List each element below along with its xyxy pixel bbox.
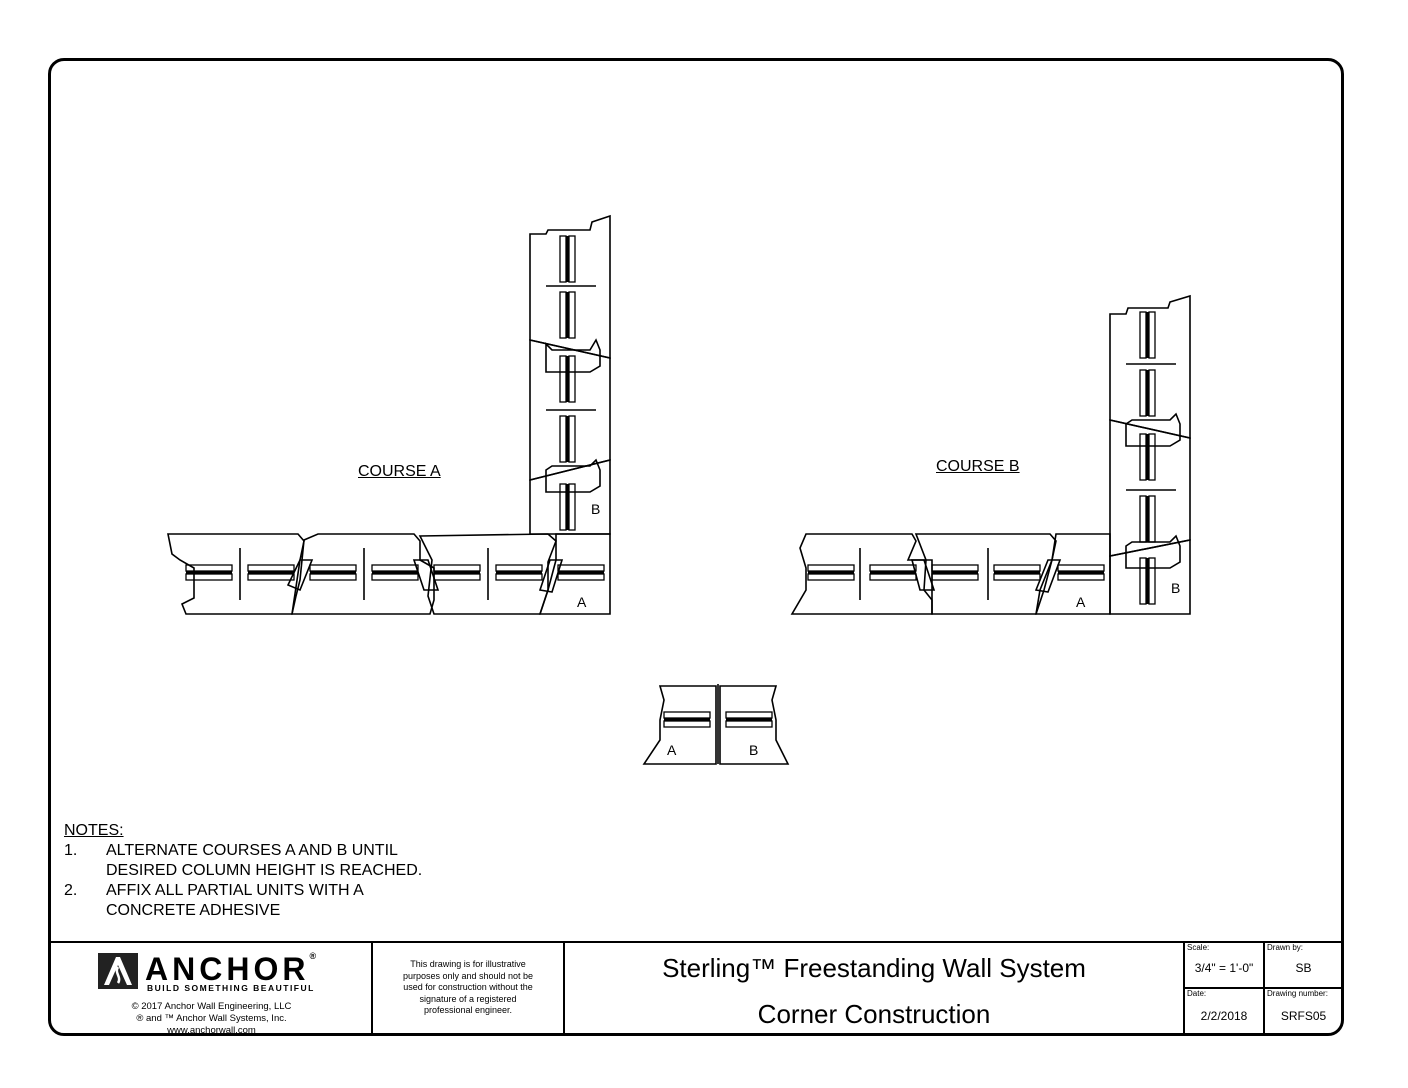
block-a-label-course-b: A <box>1076 594 1086 610</box>
half-unit-b-label: B <box>749 742 758 758</box>
anchor-logo-icon <box>98 953 138 989</box>
block-b-label-course-b: B <box>1171 580 1180 596</box>
logo-cell: ANCHOR® BUILD SOMETHING BEAUTIFUL © 2017… <box>50 943 373 1036</box>
note-line: ALTERNATE COURSES A AND B UNTIL <box>106 842 398 859</box>
block-a-label-course-a: A <box>577 594 587 610</box>
course-a-vertical-wall <box>529 214 611 535</box>
drawing-number-value: SRFS05 <box>1280 1009 1327 1023</box>
drawing-title: Sterling™ Freestanding Wall System <box>662 953 1086 983</box>
title-block: ANCHOR® BUILD SOMETHING BEAUTIFUL © 2017… <box>50 941 1342 1036</box>
date-cell: Date: 2/2/2018 <box>1185 989 1265 1036</box>
drawing-number-cell: Drawing number: SRFS05 <box>1265 989 1342 1036</box>
drawing-subtitle: Corner Construction <box>757 999 991 1029</box>
note-line: AFFIX ALL PARTIAL UNITS WITH A <box>106 882 364 899</box>
scale-value: 3/4" = 1'-0" <box>1194 961 1254 975</box>
copyright-text: © 2017 Anchor Wall Engineering, LLC ® an… <box>131 1001 292 1036</box>
course-b-label: COURSE B <box>936 458 1020 475</box>
note-line: CONCRETE ADHESIVE <box>106 902 281 919</box>
drawing-title-cell: Sterling™ Freestanding Wall System Corne… <box>565 943 1185 1036</box>
course-b-vertical-wall <box>1109 294 1191 615</box>
scale-cell: Scale: 3/4" = 1'-0" <box>1185 943 1265 989</box>
drawing-sheet-border <box>48 58 1344 1036</box>
block-b-label-course-a: B <box>591 501 600 517</box>
drawn-by-cell: Drawn by: SB <box>1265 943 1342 989</box>
half-units-detail <box>642 684 790 765</box>
brand-name: ANCHOR® <box>145 951 317 987</box>
note-line: DESIRED COLUMN HEIGHT IS REACHED. <box>106 862 423 879</box>
notes-title: NOTES: <box>64 822 124 839</box>
brand-tagline: BUILD SOMETHING BEAUTIFUL <box>147 983 315 993</box>
drawn-by-value: SB <box>1295 961 1312 975</box>
half-unit-a-label: A <box>667 742 677 758</box>
note-number: 1. <box>64 842 78 859</box>
course-a-horizontal-wall <box>167 533 611 615</box>
disclaimer-cell: This drawing is for illustrative purpose… <box>373 943 565 1036</box>
note-item: 2. AFFIX ALL PARTIAL UNITS WITH A CONCRE… <box>64 881 422 921</box>
notes-section: NOTES: 1. ALTERNATE COURSES A AND B UNTI… <box>64 821 422 921</box>
date-value: 2/2/2018 <box>1200 1009 1248 1023</box>
course-a-label: COURSE A <box>358 463 441 480</box>
note-item: 1. ALTERNATE COURSES A AND B UNTIL DESIR… <box>64 841 422 881</box>
note-number: 2. <box>64 882 78 899</box>
course-b-horizontal-wall <box>790 533 1111 615</box>
